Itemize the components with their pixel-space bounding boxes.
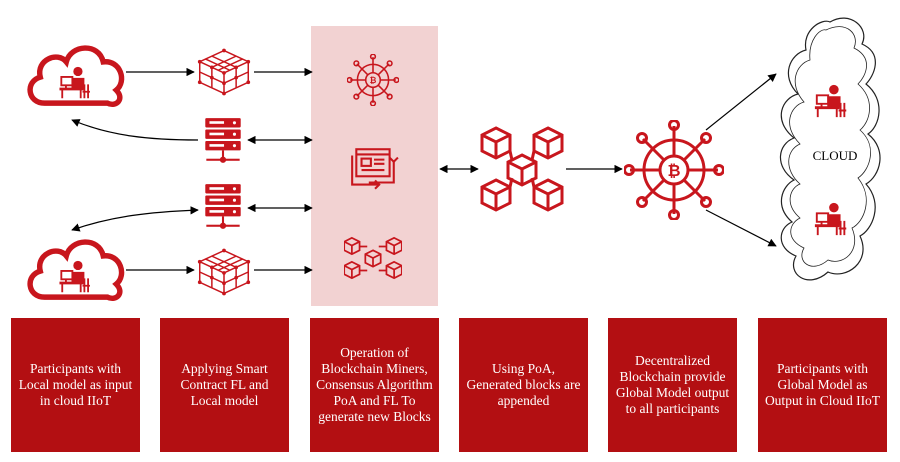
caption-participants-local: Participants with Local model as input i… [11,318,140,452]
miners-highlight-panel [311,26,438,306]
caption-smart-contract: Applying Smart Contract FL and Local mod… [160,318,289,452]
caption-decentralized-blockchain: Decentralized Blockchain provide Global … [608,318,737,452]
output-cloud [779,17,881,281]
user-at-desk-icon [813,201,848,237]
bitcoin-wheel-icon [347,54,399,106]
cloud-label: CLOUD [812,148,858,163]
caption-blockchain-miners: Operation of Blockchain Miners, Consensu… [310,318,439,452]
cloud-user-icon [30,48,121,104]
caption-participants-global: Participants with Global Model as Output… [758,318,887,452]
cube-grid-icon [197,248,251,296]
server-rack-icon [205,118,241,163]
arrow [705,73,777,131]
server-rack-icon [205,184,241,229]
block-chain-cluster-icon [480,126,564,212]
arrow [71,206,199,232]
cloud-user-icon [30,242,121,298]
arrow [705,209,777,247]
arrow [71,119,199,141]
user-at-desk-icon [813,83,848,119]
caption-poa-blocks: Using PoA, Generated blocks are appended [459,318,588,452]
cube-grid-icon [197,48,251,96]
bitcoin-wheel-icon [624,120,724,220]
